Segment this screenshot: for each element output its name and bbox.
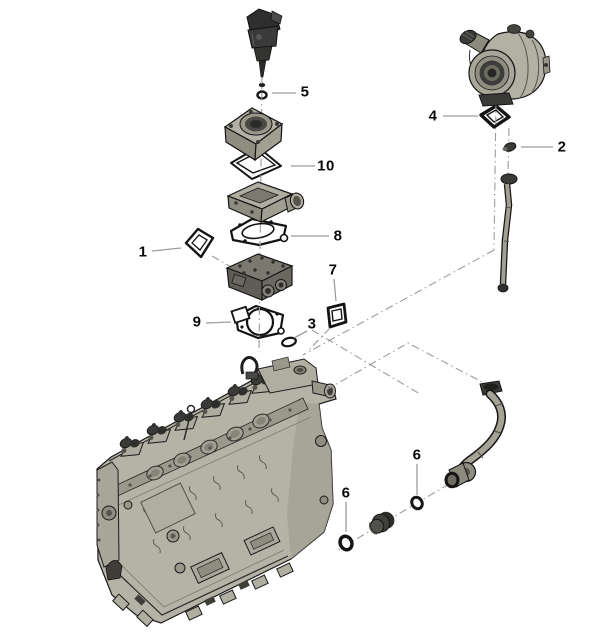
drain-plug — [368, 511, 395, 535]
sensor-washer — [258, 82, 266, 88]
gasket-7 — [326, 302, 348, 329]
intake-air-connection — [226, 181, 305, 224]
callout-7: 7 — [328, 261, 338, 279]
turbocharger — [459, 24, 551, 107]
callout-6a: 6 — [412, 446, 422, 464]
callout-2: 2 — [557, 138, 567, 156]
leader-lines — [151, 92, 553, 532]
dipstick — [183, 404, 196, 441]
freeze-plug — [174, 562, 186, 574]
head-bolt-dots — [128, 408, 292, 487]
o-ring-6a — [408, 493, 426, 513]
callout-9: 9 — [192, 313, 202, 331]
heater-cover — [223, 107, 284, 162]
callout-4: 4 — [428, 107, 438, 125]
gasket-4 — [479, 104, 511, 129]
mount-pad — [190, 551, 230, 585]
callout-5: 5 — [300, 83, 310, 101]
turbo-outlet-flange — [478, 92, 514, 107]
callout-3: 3 — [307, 315, 317, 333]
thermostat-housing — [257, 356, 336, 399]
callout-8: 8 — [333, 227, 343, 245]
callout-10: 10 — [317, 157, 335, 175]
air-heater-block — [225, 253, 294, 301]
engine-block — [96, 356, 337, 627]
gasket-1 — [184, 227, 215, 259]
turbo-drain-pipe — [444, 380, 507, 489]
lifting-eye — [240, 356, 259, 380]
gasket-3 — [281, 336, 297, 348]
o-ring-6b — [336, 532, 356, 554]
side-boss — [315, 435, 327, 447]
callout-6b: 6 — [341, 484, 351, 502]
pan-rail — [103, 555, 289, 616]
intake-air-sensor — [246, 8, 283, 78]
gasket-8 — [229, 217, 289, 247]
gasket-9 — [230, 304, 285, 340]
front-gear-cover — [96, 461, 123, 581]
mount-pad — [243, 526, 281, 556]
callout-1: 1 — [138, 243, 148, 261]
coolant-supply-tube — [497, 173, 518, 293]
tube-fitting-2 — [502, 142, 517, 152]
side-cover-plate — [140, 482, 196, 534]
